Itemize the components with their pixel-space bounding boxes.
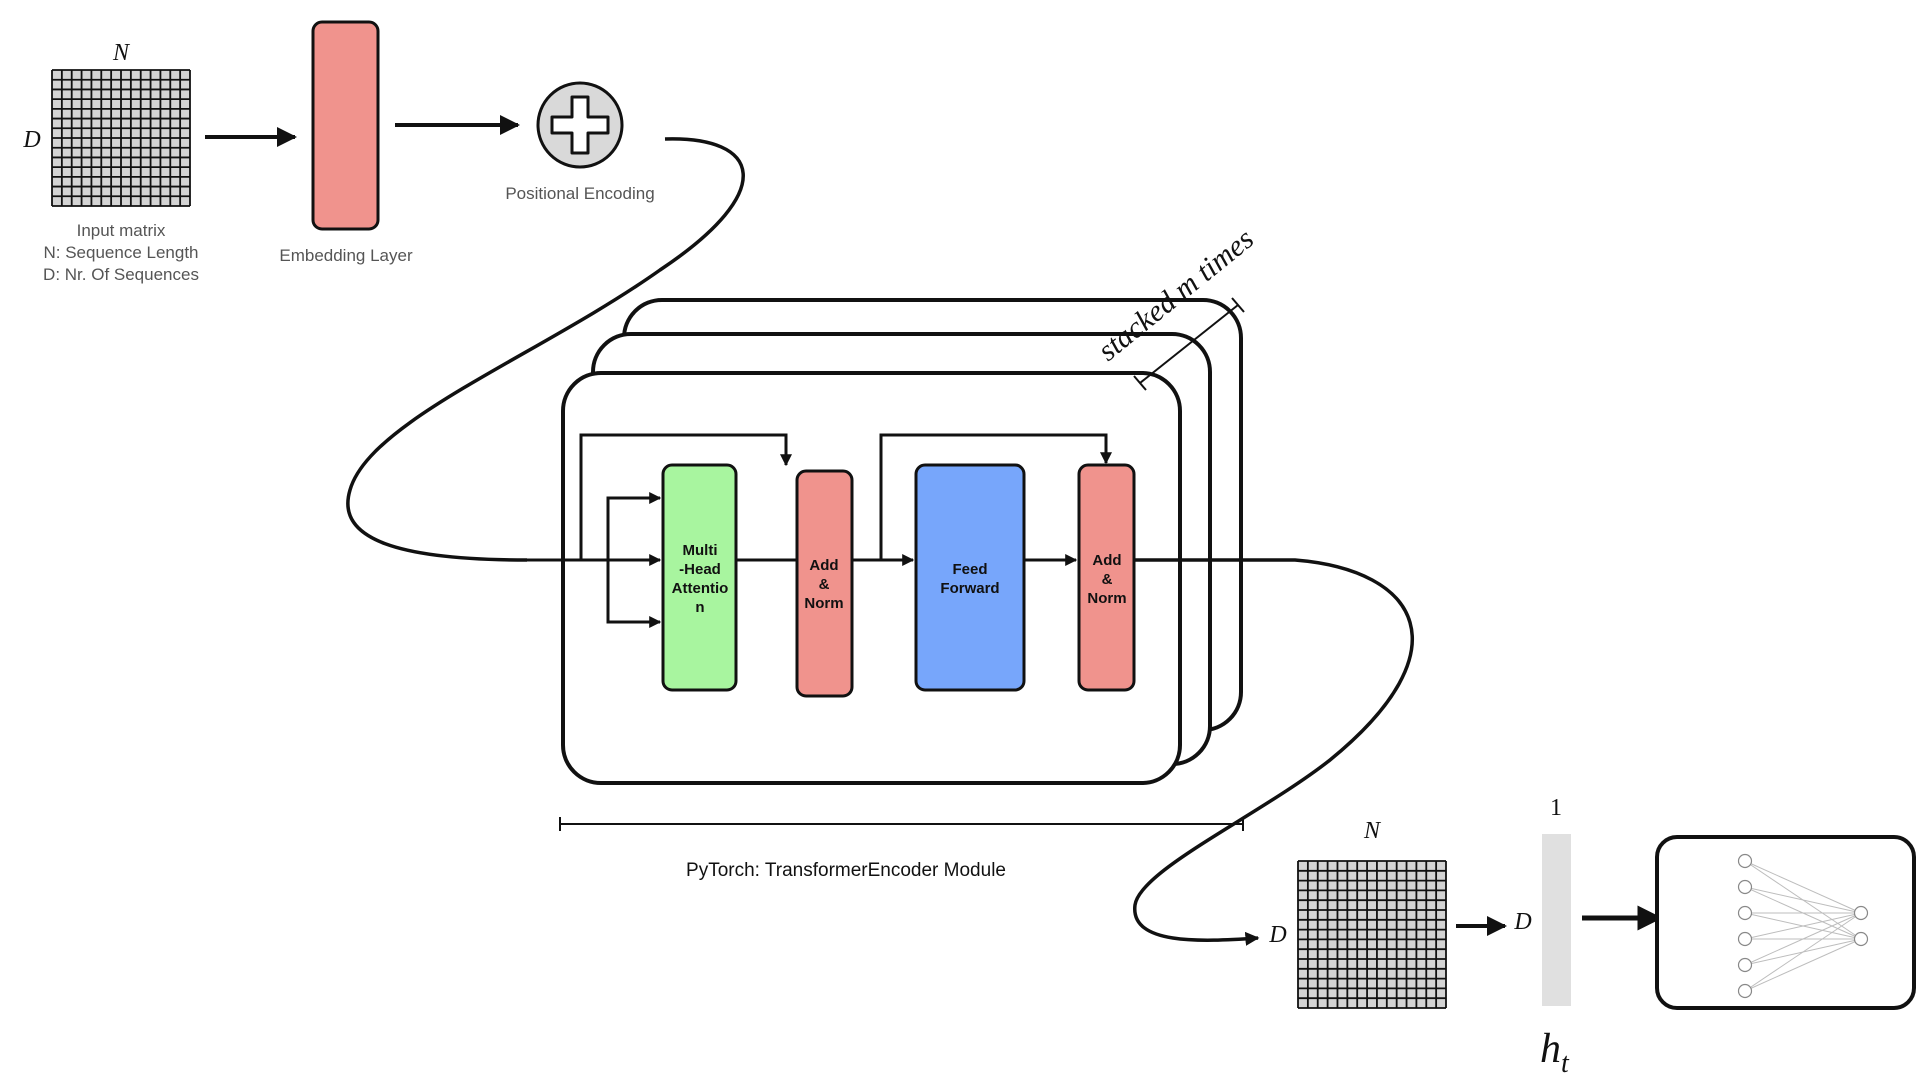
network-node — [1853, 931, 1869, 947]
feed-forward-block — [914, 463, 1026, 692]
add-norm-1-label-2: & — [819, 576, 830, 593]
add-norm-2-label-3: Norm — [1087, 590, 1126, 607]
add-norm-1-block — [795, 469, 854, 698]
add-norm-2-label-2: & — [1102, 571, 1113, 588]
ff-label-1: Feed — [952, 561, 987, 578]
input-matrix — [51, 69, 191, 207]
module-span-bracket — [559, 817, 1244, 831]
network-node — [1737, 931, 1753, 947]
add-norm-2-label-1: Add — [1092, 552, 1121, 569]
add-norm-2-block — [1077, 463, 1136, 692]
hidden-vector-label: ht — [1540, 1026, 1570, 1079]
ff-label-2: Forward — [940, 580, 999, 597]
pe-caption: Positional Encoding — [505, 184, 654, 203]
input-n-label: N — [112, 40, 131, 66]
network-node — [1737, 983, 1753, 999]
network-nodes — [1737, 853, 1869, 999]
mha-label-1: Multi — [683, 542, 718, 559]
network-node — [1737, 957, 1753, 973]
encoder-internal-connections — [527, 433, 1112, 628]
output-n-label: N — [1363, 818, 1382, 844]
network-connections — [1744, 860, 1862, 992]
hidden-d-label: D — [1513, 909, 1531, 935]
hidden-vector-bar — [1542, 834, 1571, 1006]
stack-depth-bracket — [1133, 297, 1245, 391]
network-node — [1737, 905, 1753, 921]
module-caption: PyTorch: TransformerEncoder Module — [686, 860, 1006, 881]
mha-label-3: Attentio — [672, 580, 729, 597]
input-d-label: D — [22, 127, 40, 153]
add-norm-1-label-1: Add — [809, 557, 838, 574]
positional-encoding-plus-icon — [536, 81, 624, 169]
embedding-caption: Embedding Layer — [279, 246, 413, 265]
mha-label-4: n — [695, 599, 704, 616]
curve-encoder-to-output — [1133, 558, 1414, 946]
network-node — [1737, 853, 1753, 869]
hidden-top-label: 1 — [1550, 795, 1562, 821]
output-matrix — [1297, 860, 1447, 1009]
output-d-label: D — [1268, 922, 1286, 948]
network-node — [1737, 879, 1753, 895]
input-caption-2: N: Sequence Length — [43, 243, 198, 262]
mha-label-2: -Head — [679, 561, 721, 578]
add-norm-1-label-3: Norm — [804, 595, 843, 612]
input-caption-1: Input matrix — [77, 221, 166, 240]
network-node — [1853, 905, 1869, 921]
multi-head-attention-block — [661, 463, 738, 692]
curve-pe-to-encoder — [346, 137, 745, 562]
input-caption-3: D: Nr. Of Sequences — [43, 265, 199, 284]
embedding-layer-block — [311, 20, 380, 231]
